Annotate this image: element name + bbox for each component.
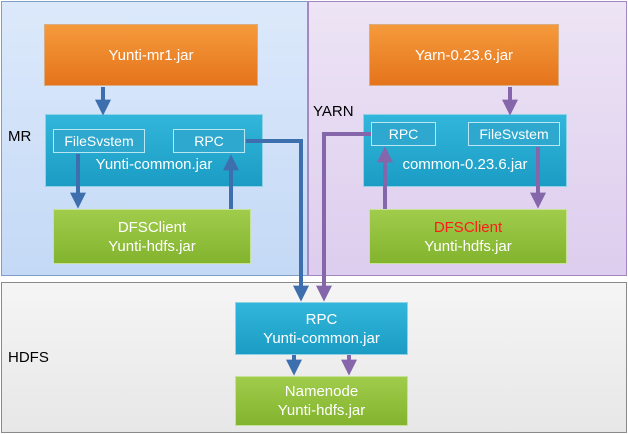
- yarn-rpc-box: RPC: [371, 122, 436, 146]
- mr-rpc-box: RPC: [173, 129, 245, 153]
- yarn-common-label: common-0.23.6.jar: [402, 156, 528, 173]
- yarn-dfsclient-title: DFSClient: [433, 218, 503, 236]
- yarn-dfsclient-box: DFSClient Yunti-hdfs.jar: [369, 209, 567, 264]
- hdfs-rpc-title: RPC: [305, 310, 338, 328]
- mr-jar-box: Yunti-mr1.jar: [44, 24, 258, 86]
- hdfs-rpc-box: RPC Yunti-common.jar: [235, 302, 408, 355]
- yarn-jar-label: Yarn-0.23.6.jar: [414, 46, 514, 64]
- mr-dfsclient-jar: Yunti-hdfs.jar: [108, 237, 196, 255]
- mr-dfsclient-box: DFSClient Yunti-hdfs.jar: [53, 209, 251, 264]
- yarn-rpc-label: RPC: [388, 126, 419, 142]
- mr-filesystem-box: FileSvstem: [53, 129, 145, 153]
- hdfs-namenode-title: Namenode: [284, 383, 359, 400]
- mr-jar-label: Yunti-mr1.jar: [108, 46, 194, 64]
- hdfs-rpc-jar: Yunti-common.jar: [263, 329, 380, 347]
- mr-dfsclient-title: DFSClient: [117, 218, 187, 236]
- yarn-jar-box: Yarn-0.23.6.jar: [369, 24, 559, 86]
- yarn-region-label: YARN: [313, 103, 354, 120]
- hdfs-region-label: HDFS: [8, 349, 49, 366]
- hdfs-namenode-box: Namenode Yunti-hdfs.jar: [235, 376, 408, 426]
- hdfs-namenode-jar: Yunti-hdfs.jar: [277, 402, 366, 419]
- yarn-dfsclient-jar: Yunti-hdfs.jar: [424, 237, 512, 255]
- mr-common-label: Yunti-common.jar: [95, 156, 213, 173]
- yarn-filesystem-label: FileSvstem: [479, 126, 549, 142]
- mr-rpc-label: RPC: [194, 133, 224, 149]
- yarn-filesystem-box: FileSvstem: [468, 122, 560, 146]
- mr-region-label: MR: [8, 128, 32, 145]
- mr-filesystem-label: FileSvstem: [64, 133, 134, 149]
